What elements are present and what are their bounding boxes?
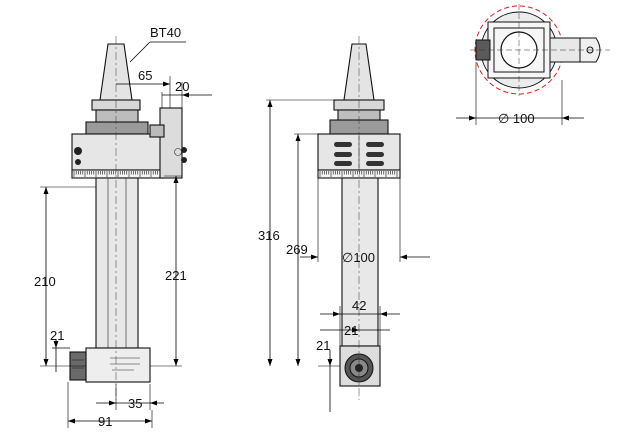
left-adjuster-bolt-2 <box>181 157 187 163</box>
dim-21-mid-arrow <box>352 327 359 333</box>
dim-20-arrow <box>182 92 189 98</box>
dim-42-arrow-2 <box>380 311 387 317</box>
left-adjuster-pin <box>174 148 182 156</box>
dim-210-arrow-top <box>43 187 49 194</box>
dim-20-label: 20 <box>175 79 189 94</box>
left-adjuster-bolt-1 <box>181 147 187 153</box>
dim-35-arrow-1 <box>109 400 116 406</box>
dim-42-label: 42 <box>352 298 366 313</box>
dim-top-arrow-2 <box>562 115 569 121</box>
left-collar-ring <box>85 121 149 135</box>
dim-dia100-arrow-1 <box>311 254 318 260</box>
mid-slot-1 <box>334 142 352 147</box>
dim-269-label: 269 <box>286 242 308 257</box>
dim-91-arrow-2 <box>145 418 152 424</box>
dim-65-arrow <box>163 81 170 87</box>
dim-21-v-arrow <box>327 359 333 366</box>
dim-221-arrow-bottom <box>173 359 179 366</box>
dim-316-arrow-bottom <box>267 359 273 366</box>
top-view <box>470 4 610 96</box>
left-head-body <box>71 133 165 171</box>
mid-slot-5 <box>366 152 384 157</box>
dim-221-label: 221 <box>165 268 187 283</box>
left-adjuster-screw <box>149 124 165 138</box>
mid-slot-3 <box>334 161 352 166</box>
dim-221-arrow-top <box>173 176 179 183</box>
dim-dia100-mid-label: ∅100 <box>342 250 375 265</box>
dim-top-arrow-1 <box>469 115 476 121</box>
middle-view <box>317 36 401 400</box>
middle-dimensions: 316 269 ∅100 42 21 21 <box>258 99 430 412</box>
dim-210-label: 210 <box>34 274 56 289</box>
left-adjuster-block <box>159 107 183 179</box>
mid-slot-6 <box>366 161 384 166</box>
dim-65-label: 65 <box>138 68 152 83</box>
left-dimensions: BT40 65 20 210 221 21 <box>34 25 212 429</box>
dim-91-label: 91 <box>98 414 112 429</box>
dim-210-arrow-bottom <box>43 359 49 366</box>
dim-316-arrow-top <box>267 100 273 107</box>
left-boring-head <box>85 347 151 383</box>
dim-316-label: 316 <box>258 228 280 243</box>
dim-dia100-arrow-2 <box>400 254 407 260</box>
dim-35-arrow-2 <box>150 400 157 406</box>
mid-slot-2 <box>334 152 352 157</box>
left-scale-ticks <box>73 171 163 177</box>
left-screw-2 <box>75 159 81 165</box>
dim-42-arrow-1 <box>333 311 340 317</box>
dim-21-mid-label: 21 <box>344 323 358 338</box>
dim-21-left-label: 21 <box>50 328 64 343</box>
dim-21-mid-v-label: 21 <box>316 338 330 353</box>
dim-91-arrow-1 <box>68 418 75 424</box>
dim-dia100-top-label: ∅ 100 <box>498 111 535 126</box>
bt40-leader <box>129 41 151 63</box>
left-view <box>69 36 187 400</box>
mid-scale-ticks <box>319 171 398 177</box>
left-screw-1 <box>74 147 82 155</box>
dim-269-arrow-top <box>295 134 301 141</box>
dim-21-left-arrow <box>53 341 59 348</box>
mid-slot-4 <box>366 142 384 147</box>
dim-35-label: 35 <box>128 396 142 411</box>
dim-269-arrow-bottom <box>295 359 301 366</box>
mid-shank <box>341 177 379 347</box>
bt40-label: BT40 <box>150 25 181 40</box>
left-shank <box>95 177 139 349</box>
top-dimensions: ∅ 100 <box>456 62 584 126</box>
